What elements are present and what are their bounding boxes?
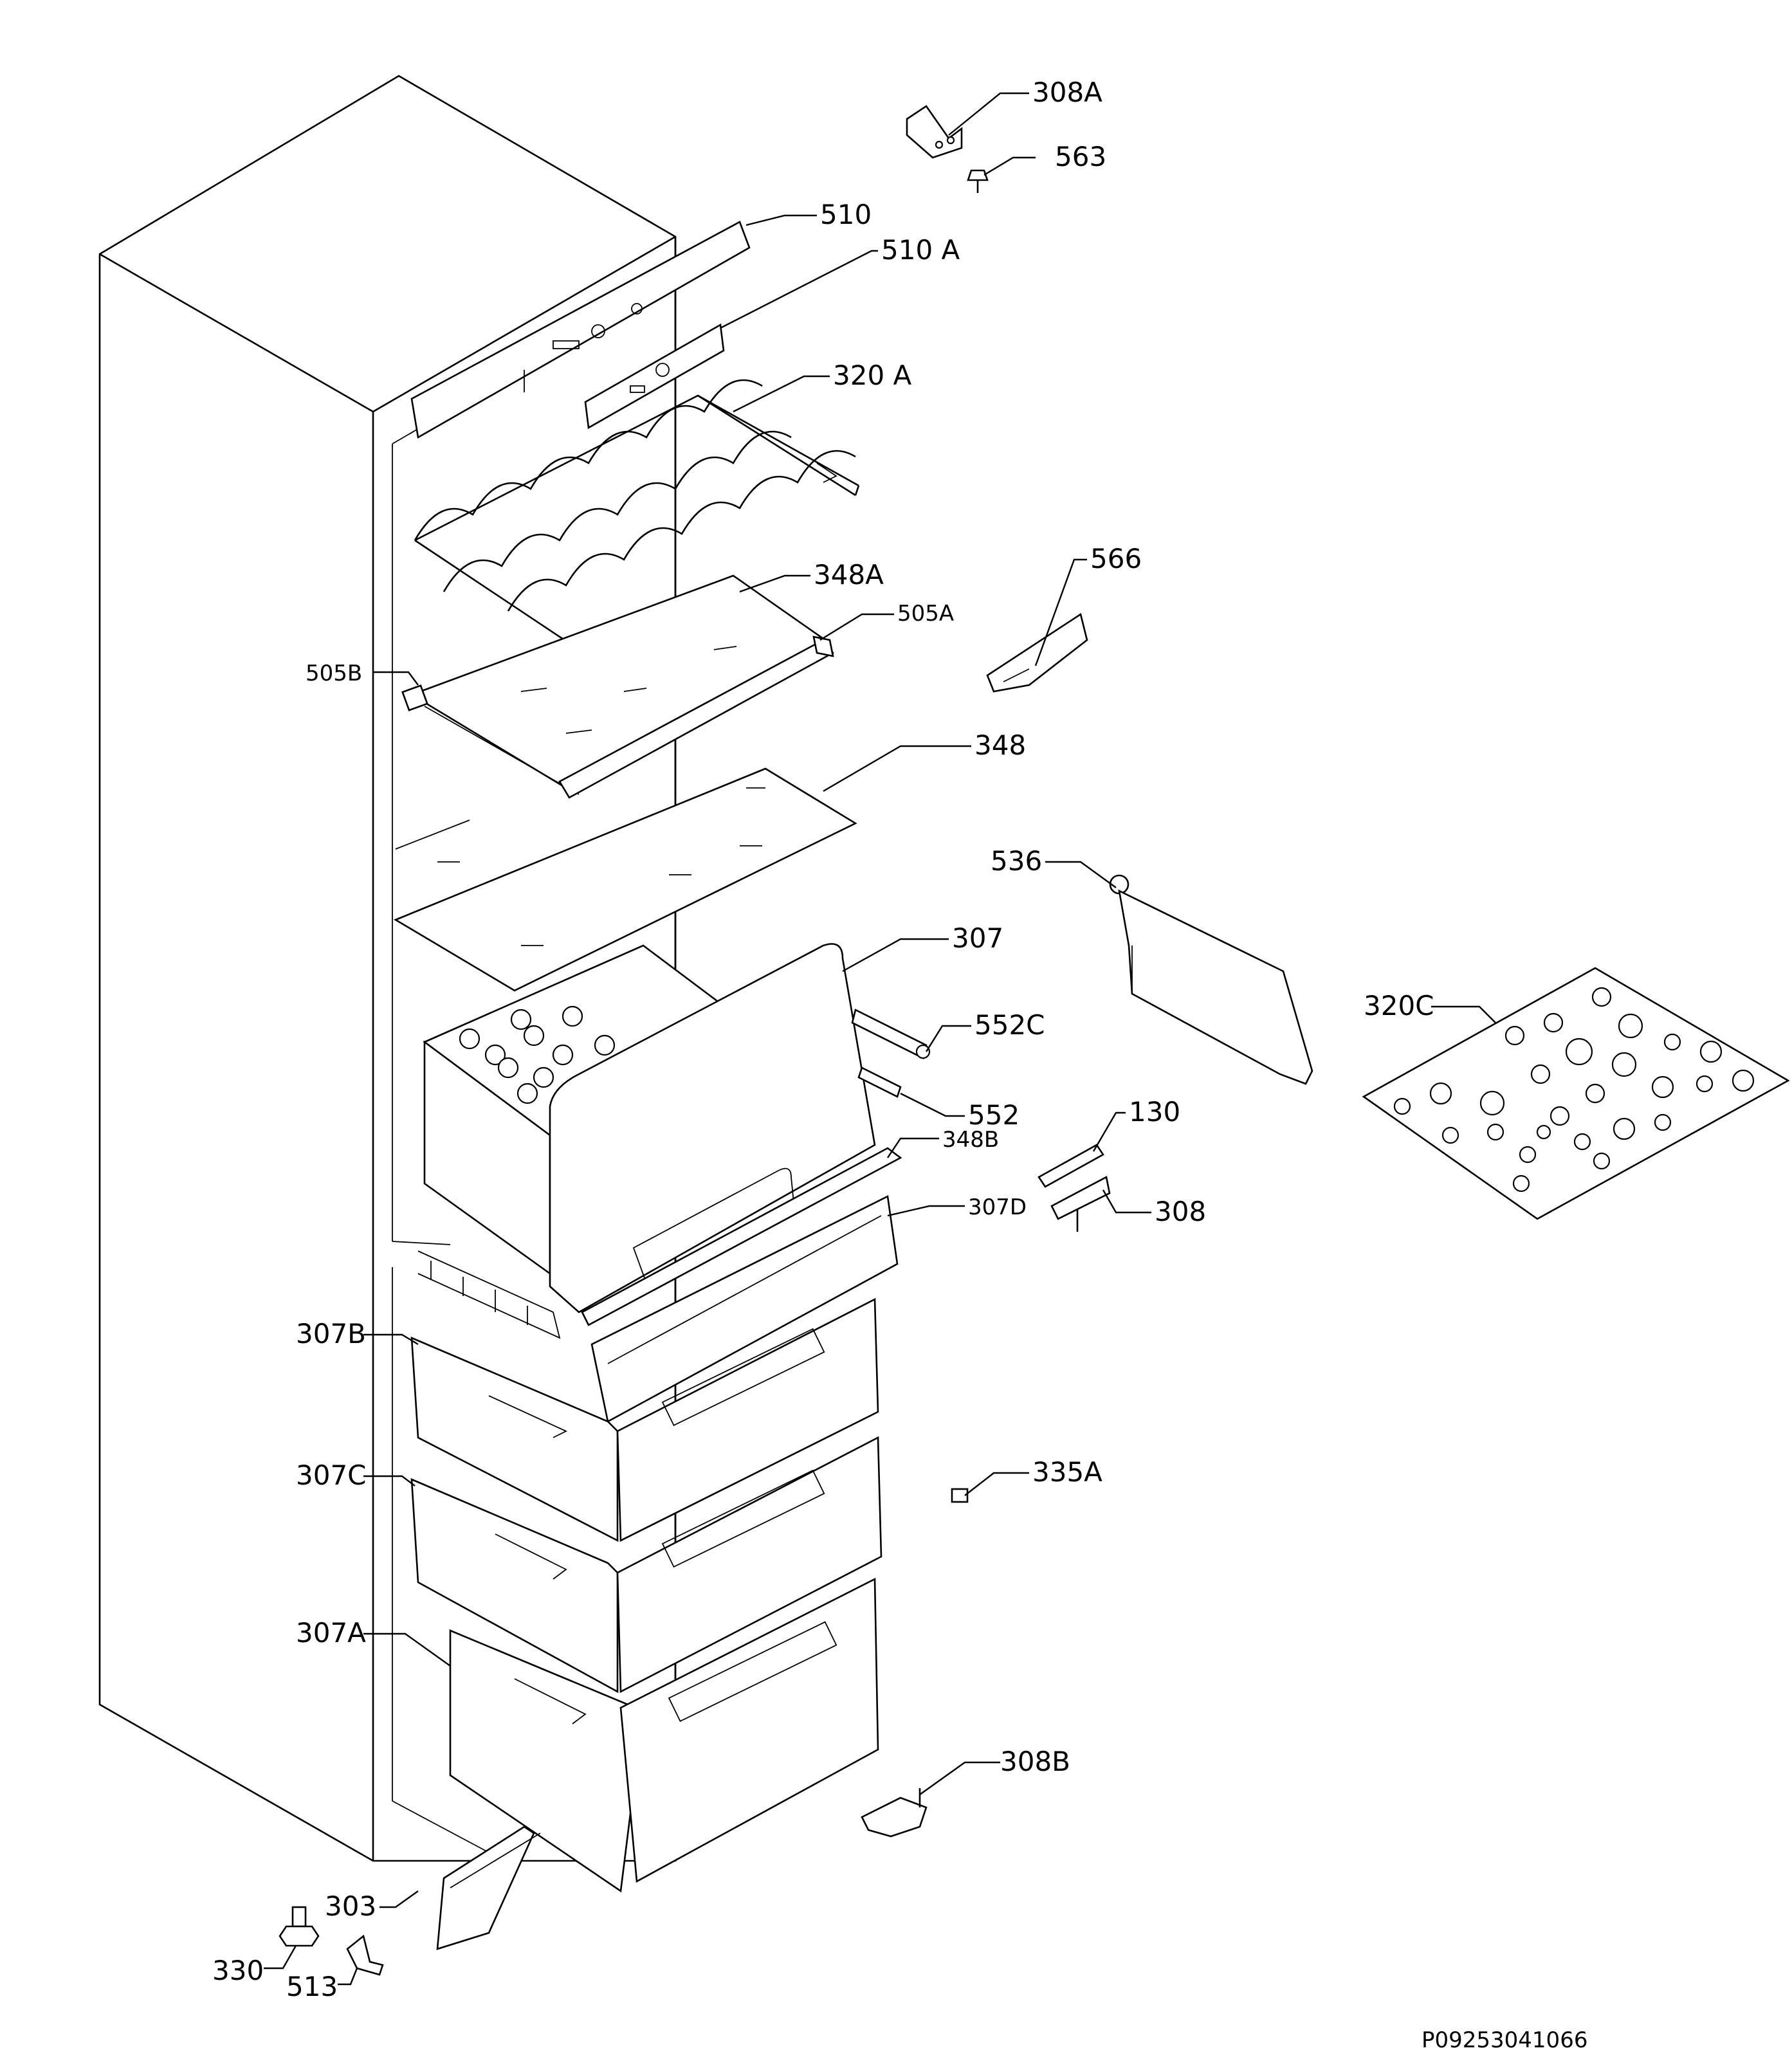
label-320a: 320 A <box>833 360 912 391</box>
label-505a: 505A <box>897 601 954 626</box>
label-307: 307 <box>952 922 1003 954</box>
part-348b-tray <box>581 1147 902 1326</box>
part-308a-hinge <box>906 105 963 159</box>
label-308b: 308B <box>1000 1746 1070 1777</box>
part-307d-drawer-front <box>417 1195 899 1423</box>
part-566-bracket <box>986 612 1088 693</box>
label-536: 536 <box>991 845 1042 877</box>
label-330: 330 <box>212 1955 264 1986</box>
part-307b-drawer <box>410 1297 879 1542</box>
label-513: 513 <box>286 1971 338 2002</box>
callout-labels: 308A 563 510 510 A 320 A 348A 505A 505B … <box>212 77 1587 2053</box>
part-510a-panel <box>584 323 725 430</box>
label-563: 563 <box>1055 141 1106 172</box>
diagram-code: P09253041066 <box>1422 2027 1587 2053</box>
label-130: 130 <box>1129 1096 1180 1128</box>
label-348a: 348A <box>814 559 884 590</box>
part-307a-drawer <box>449 1577 879 1893</box>
label-335a: 335A <box>1032 1456 1102 1488</box>
label-348: 348 <box>974 729 1026 761</box>
leader-lines <box>264 92 1496 1986</box>
part-307c-drawer <box>410 1436 882 1694</box>
label-308a: 308A <box>1032 77 1102 108</box>
part-348a-glass-shelf <box>401 574 834 799</box>
label-552c: 552C <box>974 1009 1045 1041</box>
label-307a: 307A <box>296 1617 366 1649</box>
label-510a: 510 A <box>881 234 960 266</box>
part-320c-plate <box>1362 967 1790 1220</box>
label-510: 510 <box>820 199 872 230</box>
part-335a-clip <box>951 1488 969 1503</box>
label-308: 308 <box>1155 1196 1206 1227</box>
part-513-clip <box>346 1934 384 1976</box>
part-330-foot <box>279 1906 320 1947</box>
label-307b: 307B <box>296 1318 366 1349</box>
label-320c: 320C <box>1364 990 1434 1021</box>
part-308b-hinge <box>861 1788 928 1838</box>
part-130-308-hinge <box>1038 1144 1111 1232</box>
part-563-screw <box>967 169 989 193</box>
part-320a-wine-rack <box>414 379 860 651</box>
label-307c: 307C <box>296 1459 367 1491</box>
part-307-drawer <box>423 943 931 1313</box>
part-536-divider <box>1109 874 1313 1085</box>
label-348b: 348B <box>942 1127 999 1153</box>
part-303-kickplate <box>436 1825 541 1950</box>
part-348-glass-shelf <box>394 767 857 992</box>
label-566: 566 <box>1090 543 1142 574</box>
label-552: 552 <box>968 1099 1019 1131</box>
label-303: 303 <box>325 1890 376 1922</box>
label-307d: 307D <box>968 1194 1027 1220</box>
label-505b: 505B <box>306 661 362 686</box>
